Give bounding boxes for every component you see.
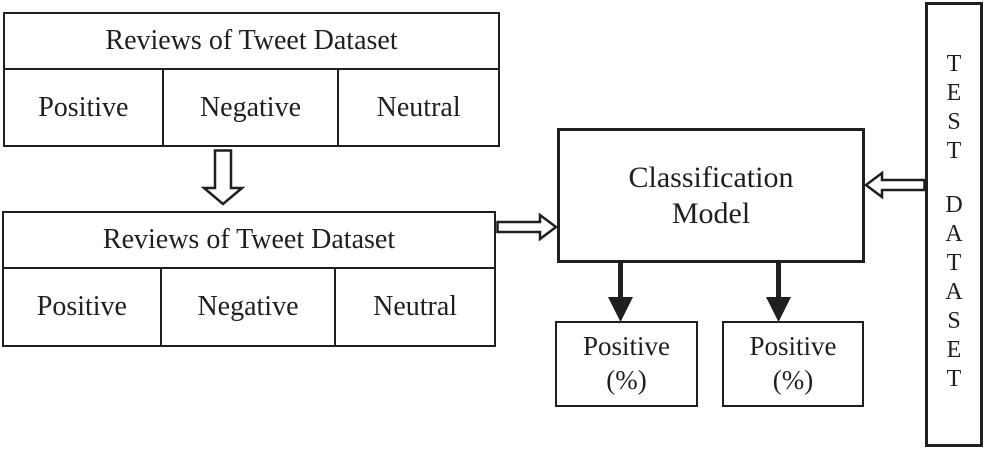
test-dataset-letter: D — [945, 192, 963, 218]
cell-neutral: Neutral — [376, 91, 461, 123]
cell-positive: Positive — [5, 70, 164, 145]
cell-negative: Negative — [162, 269, 337, 345]
output-label: Positive — [749, 331, 837, 362]
test-dataset-letter: E — [946, 80, 962, 106]
cell-negative: Negative — [164, 70, 340, 145]
cell-neutral: Neutral — [373, 291, 458, 322]
test-dataset-letter: T — [946, 138, 962, 164]
test-dataset-letter: T — [946, 250, 962, 276]
test-dataset-letter: T — [946, 366, 962, 392]
solid-down-arrow-icon — [766, 261, 791, 322]
dataset-table-bottom-title: Reviews of Tweet Dataset — [4, 213, 494, 269]
dataset-table-top-title: Reviews of Tweet Dataset — [5, 14, 498, 70]
dataset-table-top-row: Positive Negative Neutral — [5, 70, 498, 145]
test-dataset-letter: A — [945, 221, 963, 247]
dataset-table-bottom-row: Positive Negative Neutral — [4, 269, 494, 345]
test-dataset-letter: T — [946, 51, 962, 77]
output-percent: (%) — [606, 365, 647, 395]
classification-model-label-line1: Classification — [628, 160, 794, 194]
hollow-down-arrow-icon — [201, 149, 245, 206]
output-box-positive-1: Positive (%) — [555, 321, 698, 407]
test-dataset-letter: S — [947, 109, 961, 135]
output-percent: (%) — [772, 365, 814, 395]
dataset-table-bottom: Reviews of Tweet Dataset Positive Negati… — [2, 211, 496, 347]
hollow-right-arrow-icon — [496, 212, 558, 242]
test-dataset-letter: S — [947, 308, 961, 334]
test-dataset-box: T E S T D A T A S E T — [925, 2, 983, 447]
cell-positive: Positive — [4, 269, 162, 345]
hollow-left-arrow-icon — [864, 170, 926, 200]
test-dataset-letter: E — [946, 337, 962, 363]
output-label: Positive — [582, 331, 670, 362]
solid-down-arrow-icon — [608, 261, 633, 322]
output-box-positive-2: Positive (%) — [722, 321, 864, 407]
test-dataset-letter: A — [945, 279, 963, 305]
classification-model-label-line2: Model — [671, 196, 751, 230]
dataset-table-top: Reviews of Tweet Dataset Positive Negati… — [3, 12, 500, 147]
classification-model-box: Classification Model — [557, 128, 865, 263]
